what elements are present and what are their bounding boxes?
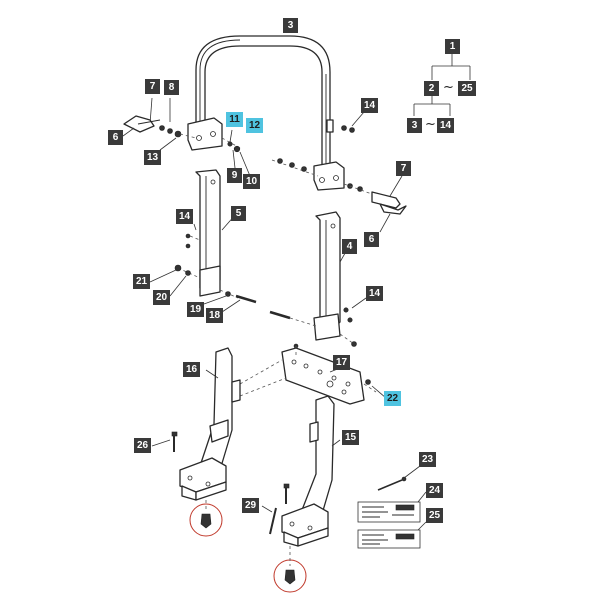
callout-4[interactable]: 4 — [342, 239, 357, 254]
callout-3[interactable]: 3 — [283, 18, 298, 33]
tree-range-separator-2: ~ — [425, 117, 436, 132]
callout-23[interactable]: 23 — [419, 452, 436, 467]
callout-16[interactable]: 16 — [183, 362, 200, 377]
rollbar-clip — [326, 119, 334, 133]
callout-2[interactable]: 2 — [424, 81, 439, 96]
upright-post-right — [313, 211, 349, 341]
callout-25-tree[interactable]: 25 — [458, 81, 476, 96]
callout-6-right[interactable]: 6 — [364, 232, 379, 247]
mounting-plate — [239, 343, 387, 405]
rollbar-left-bracket — [187, 117, 223, 151]
left-post-hardware — [149, 264, 257, 313]
callout-29[interactable]: 29 — [242, 498, 259, 513]
assembly-tree — [413, 54, 471, 116]
callout-6-left[interactable]: 6 — [108, 130, 123, 145]
callout-3-tree[interactable]: 3 — [407, 118, 422, 133]
callout-8[interactable]: 8 — [164, 80, 179, 95]
callout-22[interactable]: 22 — [384, 391, 401, 406]
callout-5[interactable]: 5 — [231, 206, 246, 221]
support-leg-right — [281, 395, 341, 547]
callout-14-tree[interactable]: 14 — [437, 118, 454, 133]
callout-11[interactable]: 11 — [226, 112, 243, 127]
callout-10[interactable]: 10 — [243, 174, 260, 189]
callout-20[interactable]: 20 — [153, 290, 170, 305]
rollbar-fasteners-right — [341, 111, 365, 133]
rollbar-right-bracket — [313, 161, 345, 191]
callout-25[interactable]: 25 — [426, 508, 443, 523]
center-hardware — [221, 129, 251, 177]
left-pin-assembly — [122, 97, 197, 151]
left-foot-bolt — [151, 431, 178, 452]
callout-13[interactable]: 13 — [144, 150, 161, 165]
callout-24[interactable]: 24 — [426, 483, 443, 498]
callout-7-left[interactable]: 7 — [145, 79, 160, 94]
support-leg-left — [179, 347, 241, 501]
upright-post-left — [185, 169, 237, 297]
right-post-hardware — [269, 297, 367, 347]
right-foot-bolt — [261, 483, 290, 535]
callout-14-right[interactable]: 14 — [366, 286, 383, 301]
right-pin-assembly — [271, 158, 407, 233]
spring-pin — [377, 465, 421, 491]
callout-1[interactable]: 1 — [445, 39, 460, 54]
callout-7-right[interactable]: 7 — [396, 161, 411, 176]
callout-9[interactable]: 9 — [227, 168, 242, 183]
left-foot-detail-circle — [189, 500, 223, 537]
tree-range-separator: ~ — [443, 80, 454, 95]
right-foot-detail-circle — [273, 546, 307, 593]
callout-19[interactable]: 19 — [187, 302, 204, 317]
callout-18[interactable]: 18 — [206, 308, 223, 323]
decal-label-24 — [357, 491, 427, 523]
callout-12[interactable]: 12 — [246, 118, 263, 133]
callout-14-top[interactable]: 14 — [361, 98, 378, 113]
callout-14-left[interactable]: 14 — [176, 209, 193, 224]
callout-21[interactable]: 21 — [133, 274, 150, 289]
callout-17[interactable]: 17 — [333, 355, 350, 370]
decal-label-25 — [357, 521, 427, 549]
callout-15[interactable]: 15 — [342, 430, 359, 445]
callout-26[interactable]: 26 — [134, 438, 151, 453]
